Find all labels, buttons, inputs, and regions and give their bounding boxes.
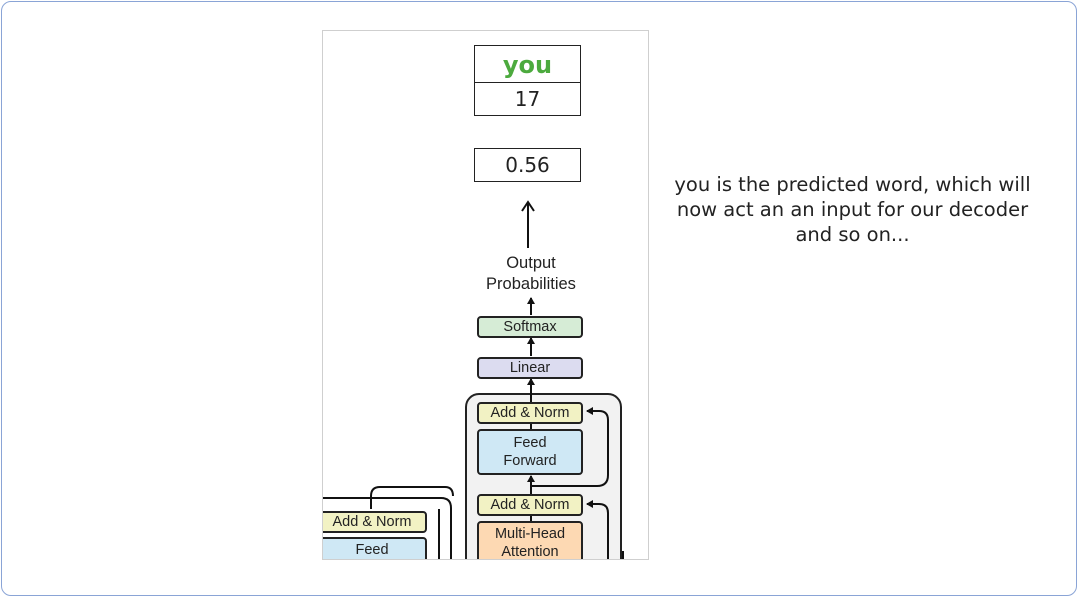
- caption-line2: now act an an input for our decoder: [676, 198, 1029, 221]
- add-norm-top-layer: Add & Norm: [477, 402, 583, 424]
- caption-line1: you is the predicted word, which will: [674, 173, 1031, 196]
- feed-forward-line2: Forward: [503, 453, 557, 469]
- softmax-label: Softmax: [503, 319, 557, 335]
- probability-value: 0.56: [505, 153, 550, 177]
- add-norm-mid-layer: Add & Norm: [477, 494, 583, 516]
- output-label-line2: Probabilities: [486, 275, 576, 293]
- encoder-add-norm-layer: Add & Norm: [323, 511, 427, 533]
- figure-top-gap: [463, 31, 593, 33]
- encoder-feed-label: Feed: [355, 542, 389, 558]
- encoder-add-norm-label: Add & Norm: [332, 514, 412, 530]
- multi-head-line1: Multi-Head: [494, 526, 566, 542]
- multi-head-line2: Attention: [501, 544, 559, 560]
- predicted-word: you: [502, 50, 553, 79]
- feed-forward-line1: Feed: [513, 435, 547, 451]
- residual-mid: [586, 500, 609, 559]
- multi-head-attention-layer: Multi-Head Attention: [477, 521, 583, 560]
- add-norm-top-label: Add & Norm: [490, 405, 570, 421]
- encoder-link-inner: [370, 486, 454, 509]
- predicted-word-box: you: [474, 45, 581, 84]
- output-probabilities-label: Output Probabilities: [453, 253, 609, 295]
- softmax-layer: Softmax: [477, 316, 583, 338]
- probability-box: 0.56: [474, 148, 581, 182]
- linear-label: Linear: [509, 360, 551, 376]
- feed-forward-layer: Feed Forward: [477, 429, 583, 475]
- token-id-box: 17: [474, 82, 581, 116]
- encoder-link-outer: [323, 497, 452, 559]
- caption-line3: and so on...: [795, 223, 910, 246]
- add-norm-mid-label: Add & Norm: [490, 497, 570, 513]
- slide-caption: you is the predicted word, which will no…: [660, 172, 1045, 247]
- linear-layer: Linear: [477, 357, 583, 379]
- residual-top: [531, 407, 609, 487]
- output-label-line1: Output: [506, 254, 556, 272]
- encoder-feed-layer: Feed: [323, 537, 427, 559]
- connector-lines: [323, 200, 624, 559]
- token-id: 17: [514, 87, 541, 111]
- transformer-decoder-figure: you 17 0.56 Output Probabilities: [322, 30, 649, 560]
